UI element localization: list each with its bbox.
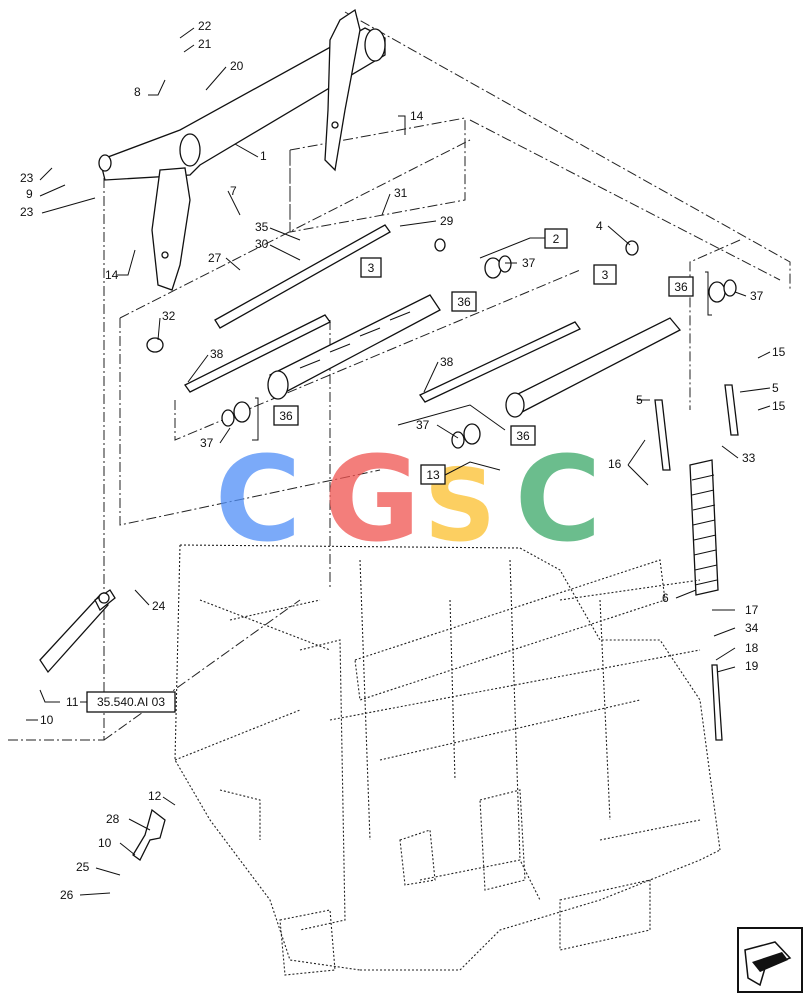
leader-lines <box>26 27 771 896</box>
callout-8: 8 <box>134 85 141 99</box>
callout-21: 21 <box>198 37 212 51</box>
callout-12: 12 <box>148 789 162 803</box>
callout-37a: 37 <box>522 256 536 270</box>
callout-32: 32 <box>162 309 176 323</box>
baler-frame <box>174 544 721 976</box>
boxed-callout-3b: 3 <box>602 268 609 282</box>
boxed-callout-36b: 36 <box>674 280 688 294</box>
callout-23b: 23 <box>20 205 34 219</box>
callout-5b: 5 <box>772 381 779 395</box>
callout-37d: 37 <box>416 418 430 432</box>
callout-16: 16 <box>608 457 622 471</box>
watermark-letter-2: G <box>324 430 421 568</box>
rollers <box>184 224 682 418</box>
callout-labels: 22 21 20 8 1 14 23 9 23 7 31 35 29 30 4 … <box>20 19 786 902</box>
callout-7: 7 <box>230 184 237 198</box>
page-turn-arrow-icon[interactable] <box>737 927 803 993</box>
callout-15a: 15 <box>772 345 786 359</box>
callout-14b: 14 <box>105 268 119 282</box>
boxed-callout-2: 2 <box>553 232 560 246</box>
callout-30: 30 <box>255 237 269 251</box>
watermark-letter-4: C <box>515 430 602 568</box>
callout-9: 9 <box>26 187 33 201</box>
callout-24: 24 <box>152 599 166 613</box>
boxed-callout-36c: 36 <box>279 409 293 423</box>
callout-28: 28 <box>106 812 120 826</box>
watermark-letter-1: C <box>215 430 302 568</box>
callout-4: 4 <box>596 219 603 233</box>
callout-10b: 10 <box>98 836 112 850</box>
callout-29: 29 <box>440 214 454 228</box>
callout-27: 27 <box>208 251 222 265</box>
reference-callout: 35.540.AI 03 <box>80 691 176 713</box>
callout-15b: 15 <box>772 399 786 413</box>
callout-14a: 14 <box>410 109 424 123</box>
callout-19: 19 <box>745 659 759 673</box>
callout-10a: 10 <box>40 713 54 727</box>
spring-assembly <box>654 384 739 741</box>
boxed-callout-36d: 36 <box>516 429 530 443</box>
main-arm-assembly <box>98 8 386 291</box>
callout-35: 35 <box>255 220 269 234</box>
callout-37c: 37 <box>200 436 214 450</box>
callout-17: 17 <box>745 603 759 617</box>
boxed-callout-3a: 3 <box>368 261 375 275</box>
cgsc-watermark: C G S C <box>215 430 602 568</box>
callout-37b: 37 <box>750 289 764 303</box>
callout-22: 22 <box>198 19 212 33</box>
callout-23a: 23 <box>20 171 34 185</box>
callout-34: 34 <box>745 621 759 635</box>
callout-26: 26 <box>60 888 74 902</box>
callout-38a: 38 <box>210 347 224 361</box>
callout-33: 33 <box>742 451 756 465</box>
reference-code: 35.540.AI 03 <box>97 695 165 709</box>
callout-1: 1 <box>260 149 267 163</box>
assembly-guide-lines <box>8 11 791 741</box>
callout-25: 25 <box>76 860 90 874</box>
hydraulic-cylinder <box>39 589 166 861</box>
callout-18: 18 <box>745 641 759 655</box>
callout-6: 6 <box>662 591 669 605</box>
callout-20: 20 <box>230 59 244 73</box>
callout-5a: 5 <box>636 393 643 407</box>
callout-11: 11 <box>66 695 79 709</box>
callout-31: 31 <box>394 186 408 200</box>
boxed-callout-36a: 36 <box>457 295 471 309</box>
callout-38b: 38 <box>440 355 454 369</box>
boxed-callout-13: 13 <box>426 468 440 482</box>
boxed-callouts: 2 3 3 36 36 36 36 13 <box>252 228 712 485</box>
